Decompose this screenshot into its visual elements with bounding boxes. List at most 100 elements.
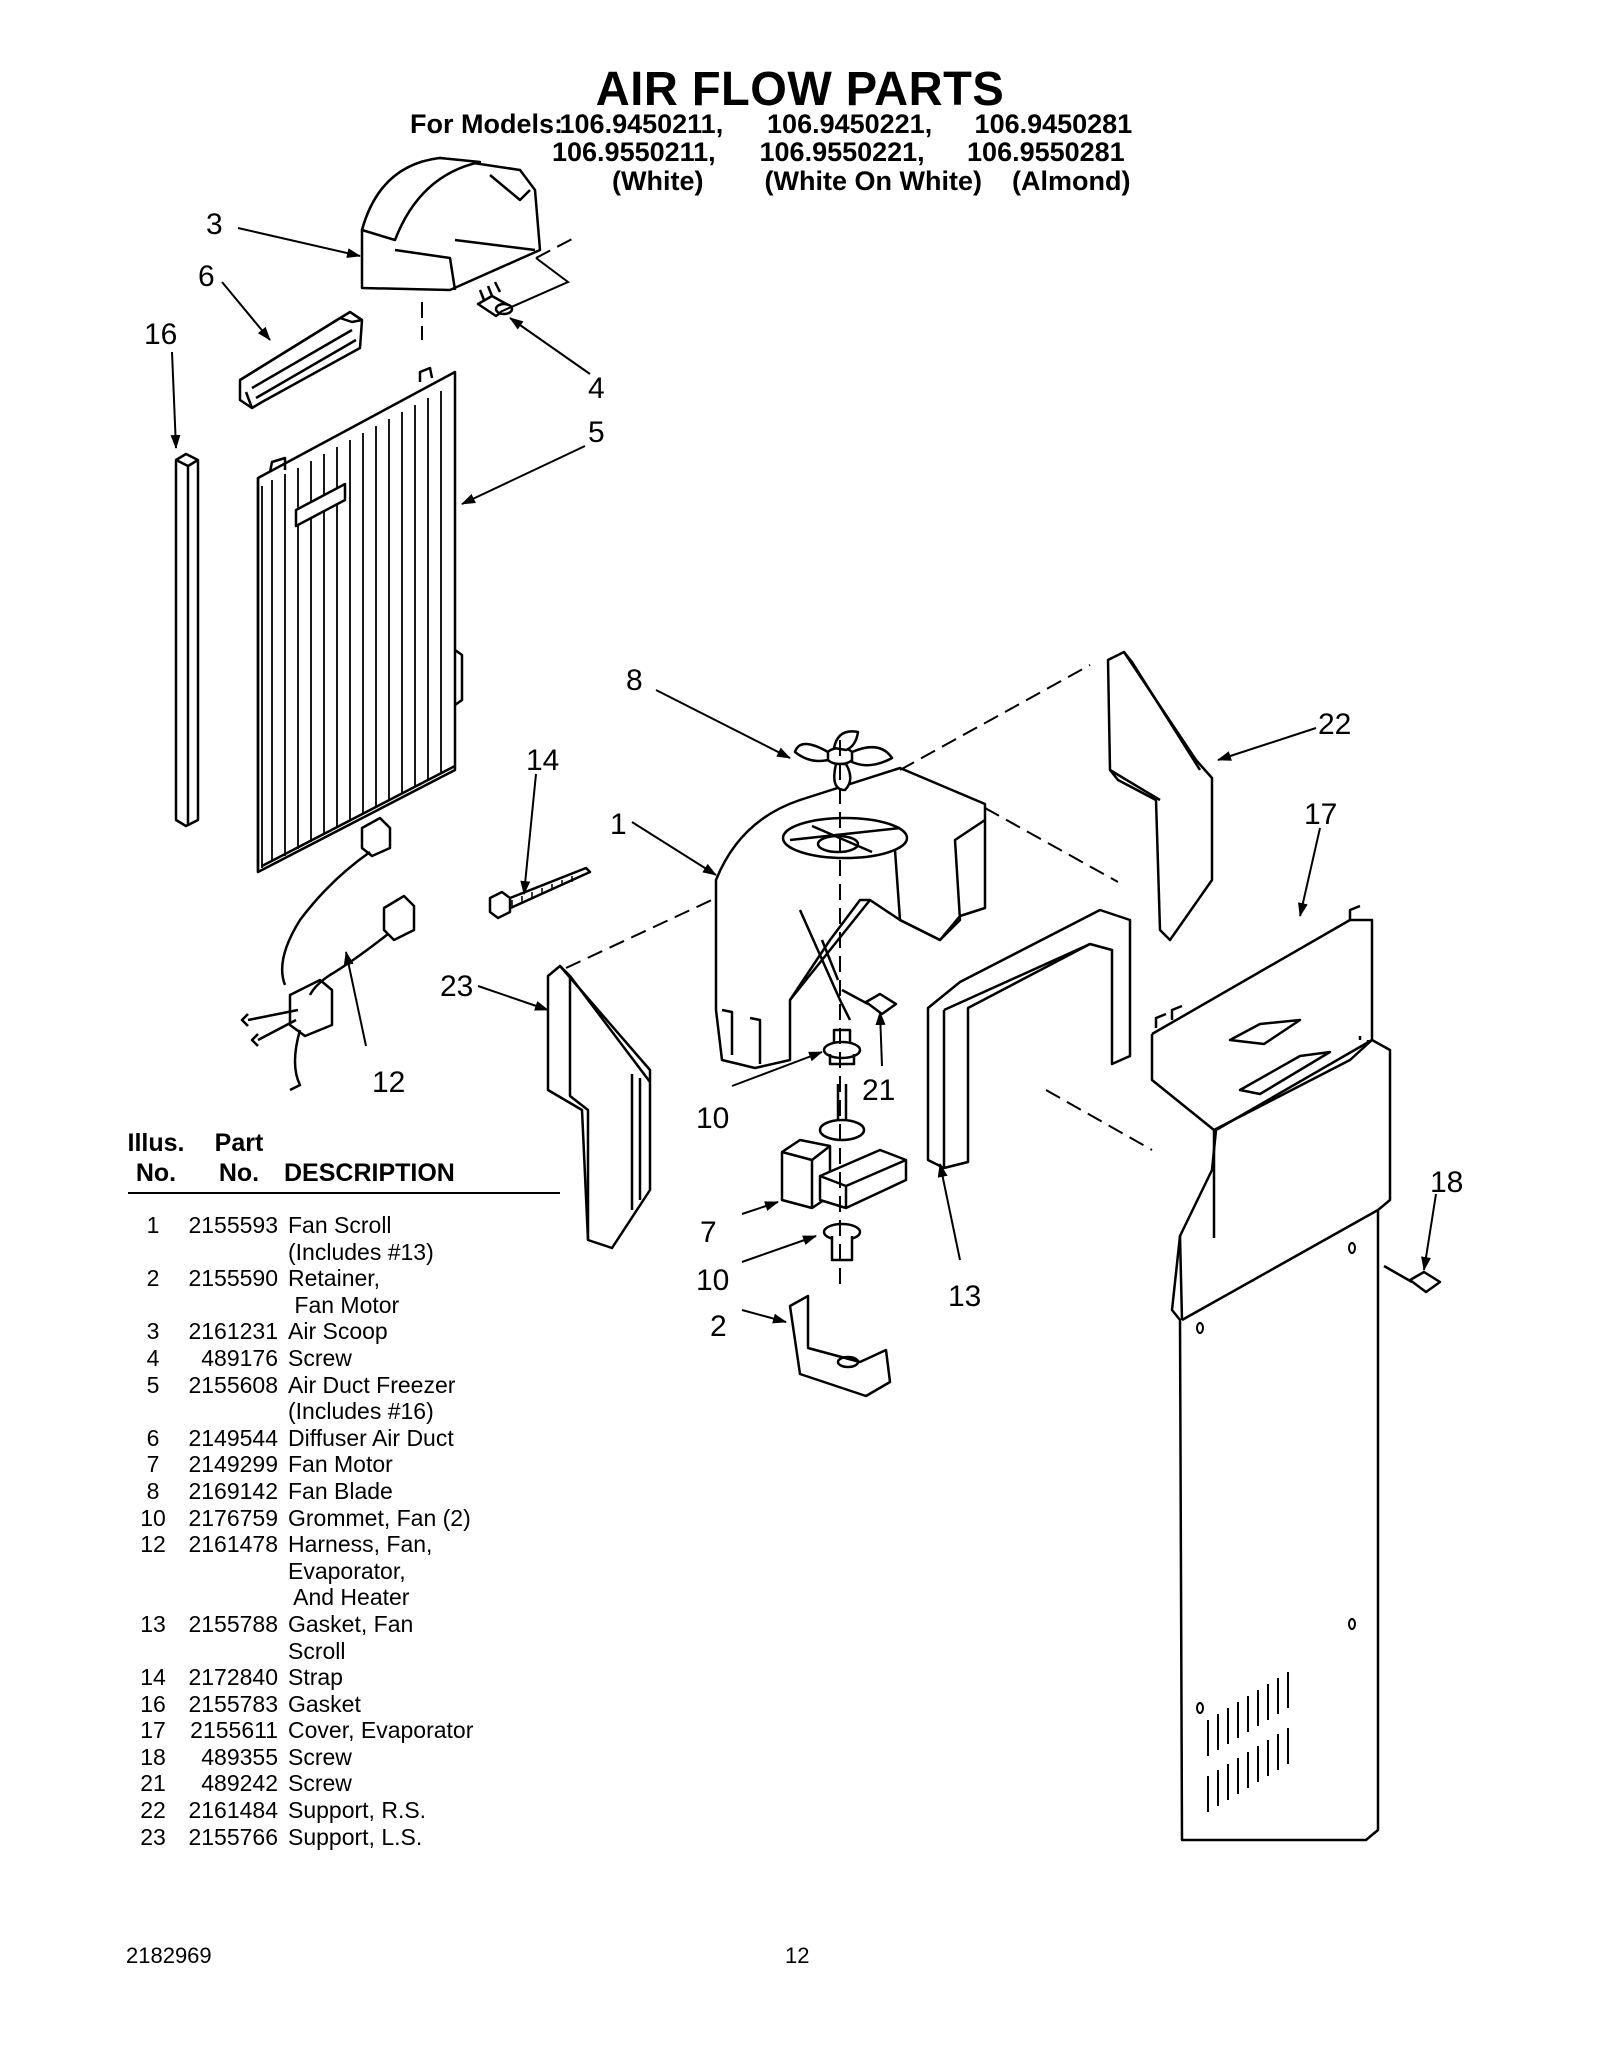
description-cell: Strap [288,1664,343,1691]
illus-no-cell: 22 [140,1797,166,1824]
color-white: (White) [612,166,704,196]
illus-no-cell: 2 [146,1265,160,1292]
illus-no-cell: 14 [140,1664,166,1691]
parts-table-header: Illus. No. Part No. DESCRIPTION [128,1128,568,1188]
part-no-cell: 2155788 [188,1610,278,1637]
callout-3: 3 [206,208,223,241]
part-no-cell: 2155783 [188,1690,278,1717]
header-description: DESCRIPTION [284,1159,455,1187]
illus-no-cell: 6 [146,1424,160,1451]
models-line-2: 106.9550211, 106.9550221, 106.9550281 [552,138,1125,166]
table-row: Scroll [128,1638,568,1665]
callout-23: 23 [440,970,473,1003]
table-row: 14 2172840 Strap [128,1664,568,1691]
color-white-on-white: (White On White) [764,166,982,196]
part-no-cell [178,1558,288,1585]
illus-no-cell [128,1638,178,1665]
description-cell: Screw [288,1344,352,1371]
description-cell: Grommet, Fan (2) [288,1504,471,1531]
part-no-cell: 2161231 [188,1318,278,1345]
page-title: AIR FLOW PARTS [595,63,1005,116]
part-no-cell: 489355 [201,1743,278,1770]
page-number: 12 [785,1943,810,1968]
callout-10-lower: 10 [696,1264,729,1297]
retainer-part [788,1294,892,1398]
gasket-strip-part [174,452,200,828]
callout-16: 16 [144,318,177,351]
assembly-lines [421,237,1153,1290]
air-scoop-part [360,156,542,292]
part-no-cell: 2155611 [190,1717,278,1744]
callout-numbers: 3 6 16 4 5 8 22 14 1 17 23 12 21 10 18 7… [144,208,1463,1343]
description-cell: Fan Motor [288,1291,400,1318]
description-cell: (Includes #16) [288,1398,434,1425]
models-line-1: For Models: 106.9450211, 106.9450221, 10… [410,110,1132,138]
description-cell: Scroll [288,1637,346,1664]
screw-part-18 [1383,1264,1442,1294]
illus-no-cell: 23 [140,1823,166,1850]
callout-14: 14 [526,744,559,777]
description-cell: Support, L.S. [288,1823,423,1850]
motor-assembly-part [780,1028,908,1262]
callout-5: 5 [588,416,605,449]
part-no-cell [178,1292,288,1319]
part-no-cell: 2176759 [188,1504,278,1531]
part-no-cell: 489176 [201,1344,278,1371]
description-cell: Air Scoop [288,1318,388,1345]
illus-no-cell: 18 [140,1743,166,1770]
cover-louvers [1196,1242,1356,1812]
screw-part-4 [476,281,514,318]
callout-12: 12 [372,1066,405,1099]
header-part: Part [214,1129,264,1157]
part-no-cell: 2155590 [188,1265,278,1292]
table-row: And Heater [128,1584,568,1611]
description-cell: Evaporator, [288,1557,406,1584]
callout-22: 22 [1318,708,1351,741]
illus-no-cell [128,1398,178,1425]
illus-no-cell: 1 [146,1212,160,1238]
description-cell: Air Duct Freezer [288,1371,456,1398]
description-cell: Gasket, Fan [288,1610,414,1637]
fan-scroll-part [714,766,987,1070]
screw-part-21 [841,988,898,1016]
models-label: For Models: [410,109,563,139]
model-number: 106.9450211, [559,109,724,139]
illus-no-cell: 5 [146,1371,160,1398]
table-row: (Includes #13) [128,1239,568,1266]
part-no-cell: 2172840 [188,1664,278,1691]
table-row: Evaporator, [128,1558,568,1585]
callout-7: 7 [700,1216,717,1249]
screw-guide-line [499,257,570,313]
illus-no-cell [128,1558,178,1585]
model-number: 106.9550211, [552,137,716,167]
illus-no-cell: 21 [140,1770,166,1797]
model-number: 106.9550281 [967,137,1125,167]
diffuser-part [238,310,364,410]
description-cell: Cover, Evaporator [288,1717,474,1744]
callout-6: 6 [198,260,215,293]
description-cell: Fan Motor [288,1451,393,1478]
description-cell: And Heater [288,1584,410,1611]
part-no-cell [178,1638,288,1665]
model-number: 106.9450221, [767,109,933,139]
model-number: 106.9450281 [974,109,1133,139]
support-ls-part [546,964,652,1250]
illus-no-cell [128,1292,178,1319]
callout-8: 8 [626,664,643,697]
part-no-cell: 489242 [201,1770,278,1797]
part-no-cell [178,1239,288,1266]
part-no-cell: 2149544 [188,1424,278,1451]
